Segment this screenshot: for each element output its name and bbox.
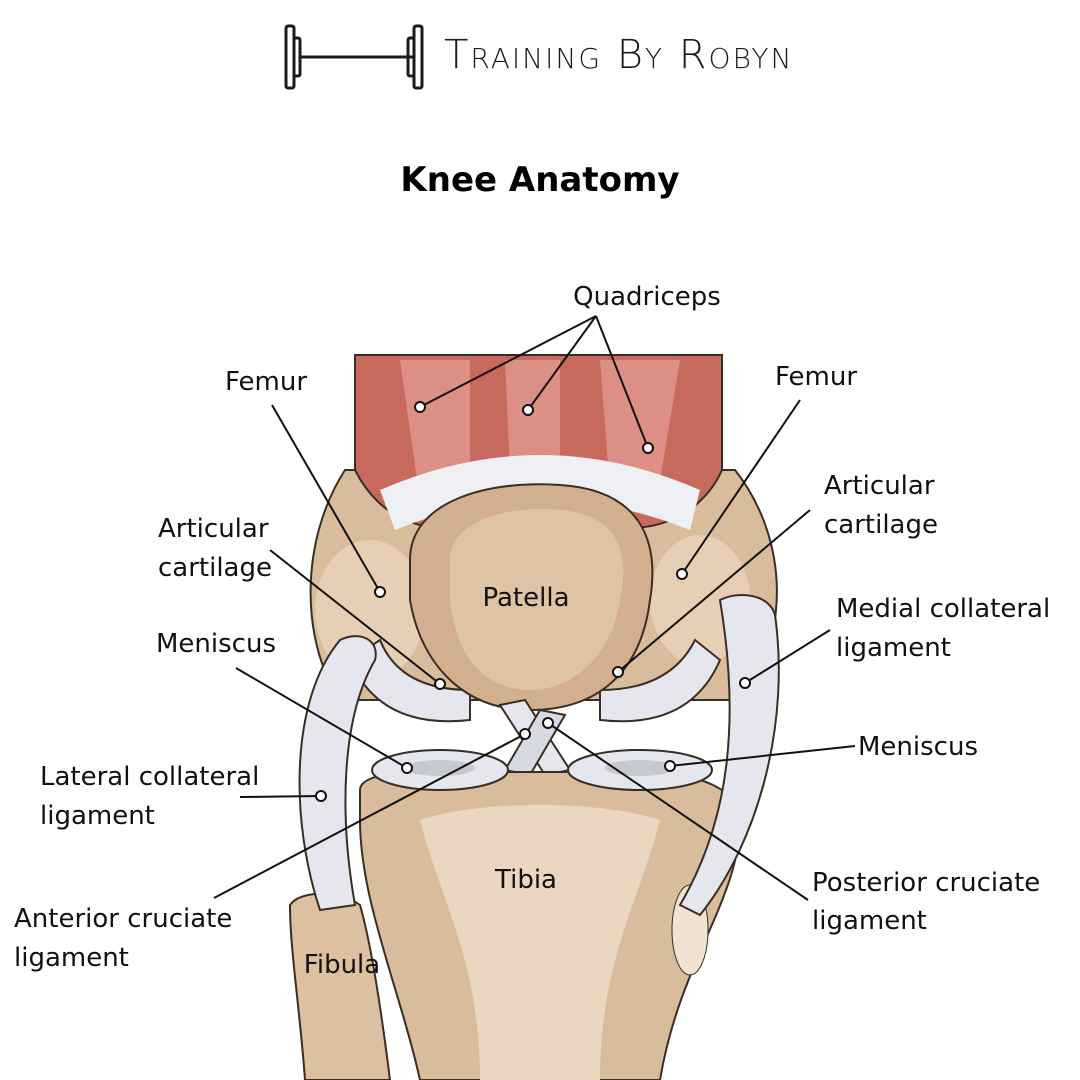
label-anterior-cruciate-2: ligament [14, 943, 129, 973]
label-meniscus-right: Meniscus [858, 732, 978, 762]
label-articular-cartilage-left-1: Articular [158, 514, 269, 544]
label-posterior-cruciate-1: Posterior cruciate [812, 868, 1040, 898]
label-femur-left: Femur [225, 367, 307, 397]
label-femur-right: Femur [775, 362, 857, 392]
label-tibia: Tibia [494, 865, 557, 895]
label-medial-collateral-2: ligament [836, 633, 951, 663]
label-articular-cartilage-right-1: Articular [824, 471, 935, 501]
label-lateral-collateral-1: Lateral collateral [40, 762, 259, 792]
label-meniscus-left: Meniscus [156, 629, 276, 659]
label-medial-collateral-1: Medial collateral [836, 594, 1050, 624]
label-articular-cartilage-left-2: cartilage [158, 553, 272, 583]
label-articular-cartilage-right-2: cartilage [824, 510, 938, 540]
label-lateral-collateral-2: ligament [40, 801, 155, 831]
label-fibula: Fibula [304, 950, 380, 980]
label-quadriceps: Quadriceps [573, 282, 721, 312]
label-patella: Patella [482, 583, 569, 613]
label-anterior-cruciate-1: Anterior cruciate [14, 904, 232, 934]
label-posterior-cruciate-2: ligament [812, 906, 927, 936]
